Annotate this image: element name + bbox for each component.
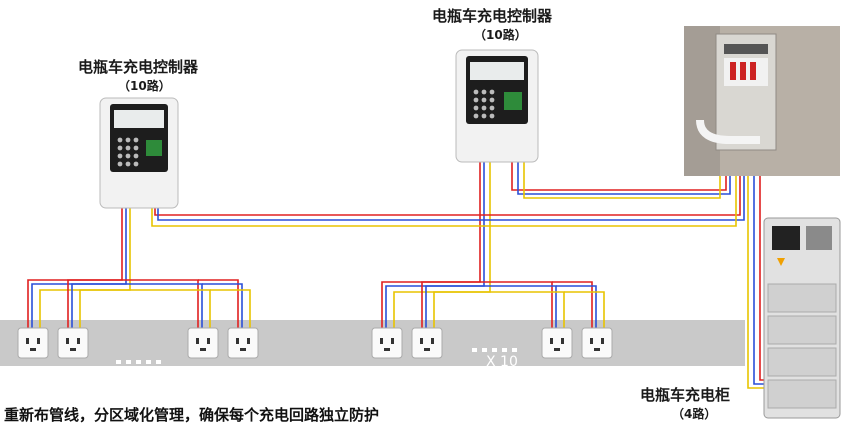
distribution-box (684, 26, 840, 176)
diagram-caption: 重新布管线，分区域化管理，确保每个充电回路独立防护 (4, 406, 380, 424)
controller-left (99, 97, 179, 209)
wiring-left (27, 205, 251, 328)
controller-right-title: 电瓶车充电控制器 (432, 7, 553, 25)
controller-left-subtitle: （10路） (118, 79, 171, 93)
controller-right-subtitle: （10路） (474, 28, 527, 42)
multiplier-label: X 10 (486, 354, 518, 370)
cabinet-title: 电瓶车充电柜 (640, 386, 731, 404)
wiring-middle (381, 160, 605, 328)
sockets (17, 327, 613, 359)
ellipsis-dots (116, 348, 517, 364)
controller-right (455, 49, 539, 163)
cabinet-subtitle: （4路） (672, 407, 717, 421)
charging-cabinet (763, 217, 841, 419)
controller-left-title: 电瓶车充电控制器 (78, 58, 199, 76)
